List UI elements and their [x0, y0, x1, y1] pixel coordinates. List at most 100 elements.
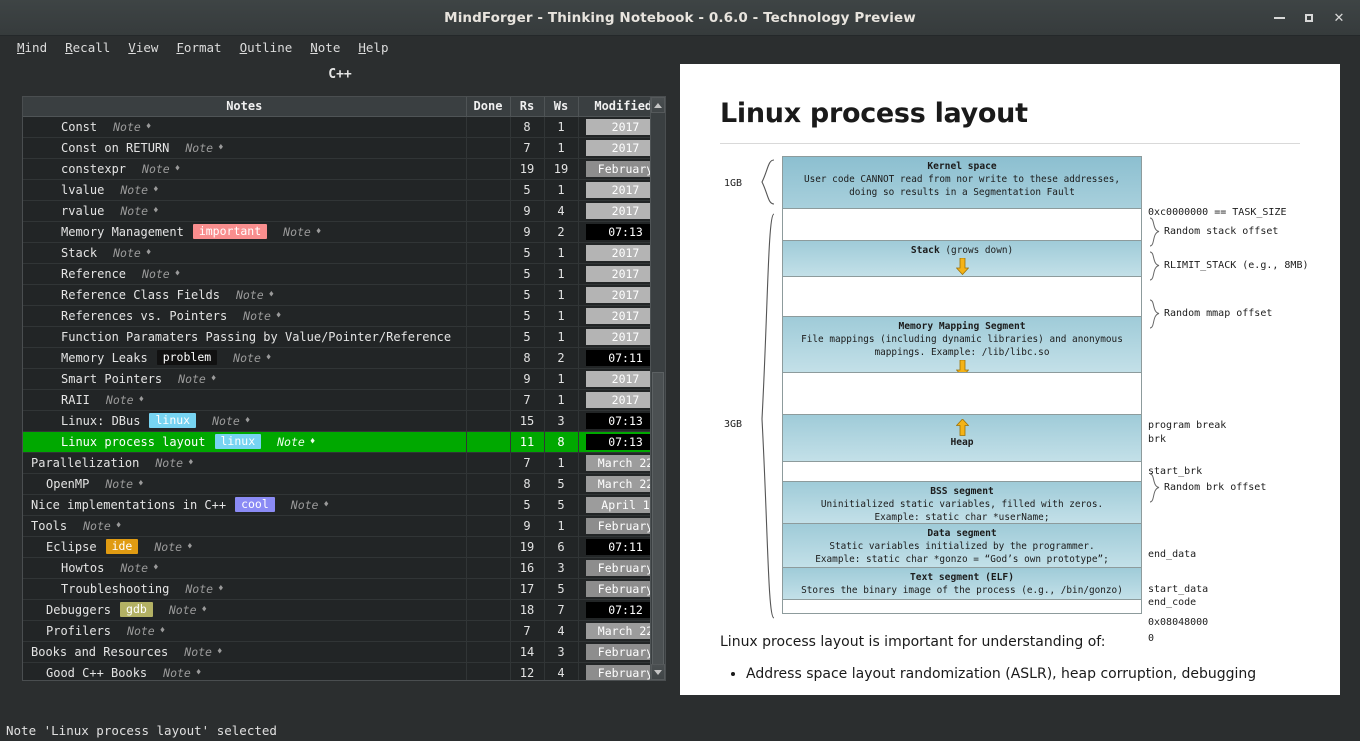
- menu-item-mind[interactable]: Mind: [17, 40, 48, 55]
- done-cell: [466, 305, 511, 327]
- diamond-icon: ♦: [218, 583, 224, 594]
- writes-cell: 5: [544, 578, 579, 600]
- scroll-up-arrow-icon[interactable]: [651, 97, 665, 113]
- done-cell: [466, 431, 511, 453]
- note-label: Const on RETURN: [61, 140, 170, 155]
- menu-item-recall[interactable]: Recall: [65, 40, 111, 55]
- menu-item-note[interactable]: Note: [310, 40, 341, 55]
- note-label: lvalue: [61, 182, 105, 197]
- modified-cell: 2017: [578, 242, 665, 264]
- menu-item-format[interactable]: Format: [176, 40, 222, 55]
- column-header-rs[interactable]: Rs: [510, 97, 545, 117]
- column-header-notes[interactable]: Notes: [23, 97, 467, 117]
- modified-heat-badge: 07:11: [585, 538, 665, 555]
- scrollbar-thumb[interactable]: [652, 372, 664, 680]
- maximize-button[interactable]: [1294, 3, 1324, 33]
- scroll-down-arrow-icon[interactable]: [651, 664, 665, 680]
- table-row[interactable]: Function Paramaters Passing by Value/Poi…: [23, 326, 665, 348]
- column-header-ws[interactable]: Ws: [544, 97, 579, 117]
- column-header-modified[interactable]: Modified: [578, 97, 665, 117]
- note-tag-badge: cool: [235, 497, 275, 512]
- close-icon[interactable]: ✕: [1333, 10, 1345, 26]
- modified-cell: February: [578, 662, 665, 680]
- menu-item-view[interactable]: View: [128, 40, 159, 55]
- diamond-icon: ♦: [138, 394, 145, 405]
- memory-annotation-label: 0: [1148, 633, 1155, 644]
- diamond-icon: ♦: [145, 247, 152, 258]
- minimize-button[interactable]: [1264, 3, 1294, 33]
- done-cell: [466, 179, 511, 201]
- writes-cell: 4: [544, 662, 579, 680]
- writes-cell: 1: [544, 326, 579, 348]
- note-title-cell[interactable]: Function Paramaters Passing by Value/Poi…: [23, 326, 467, 348]
- modified-cell: February: [578, 557, 665, 579]
- memory-segment-text: Text segment (ELF)Stores the binary imag…: [782, 567, 1142, 599]
- column-header-done[interactable]: Done: [466, 97, 511, 117]
- menu-item-outline[interactable]: Outline: [239, 40, 293, 55]
- menu-item-help[interactable]: Help: [358, 40, 389, 55]
- modified-heat-badge: 2017: [585, 244, 665, 261]
- note-label: Profilers: [46, 623, 112, 638]
- right-brace-icon: [1148, 299, 1162, 332]
- memory-segment-gap-heap: [782, 372, 1142, 414]
- note-type-label: Note: [277, 434, 305, 449]
- writes-cell: 2: [544, 221, 579, 243]
- vertical-scrollbar[interactable]: [650, 97, 665, 680]
